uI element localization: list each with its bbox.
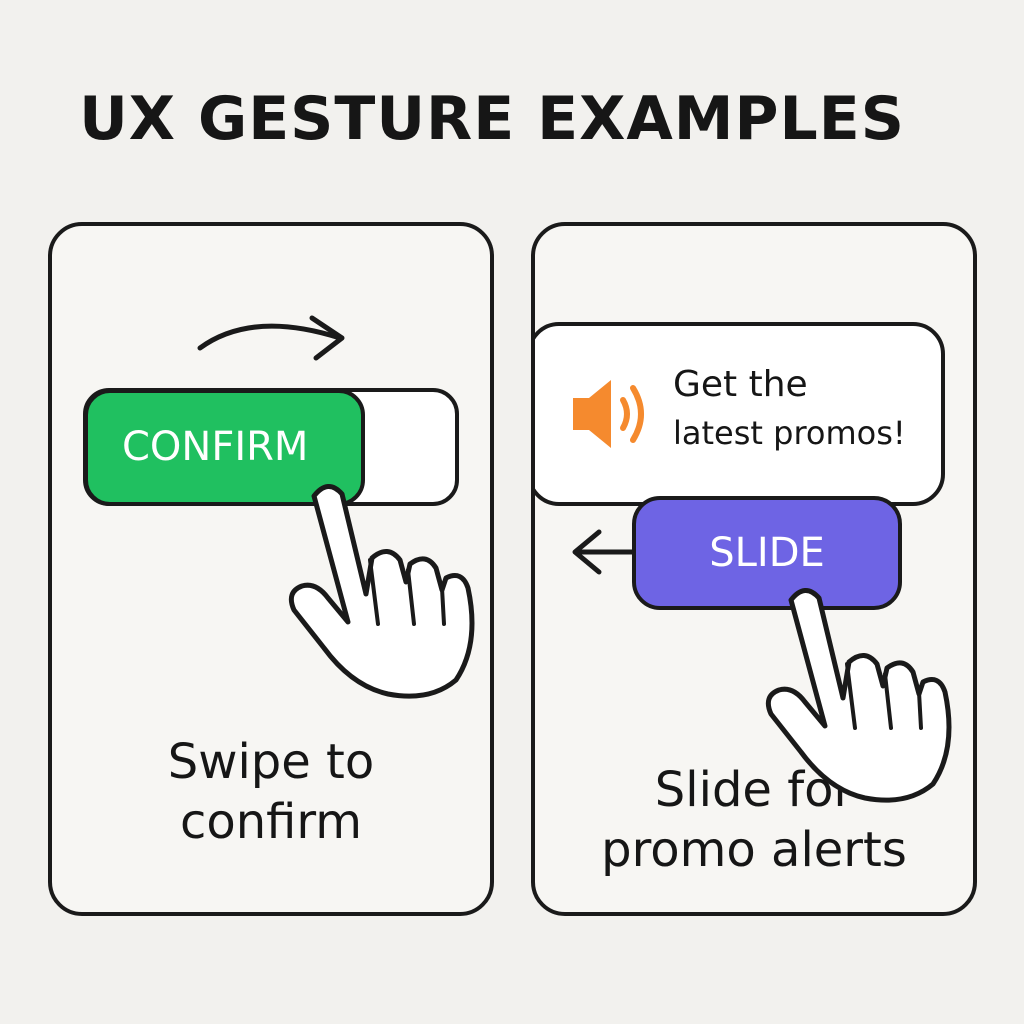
promo-line: Get the: [673, 364, 808, 405]
promo-line: latest promos!: [673, 414, 906, 452]
swipe-to-confirm-panel: CONFIRM Swipe to confirm: [48, 222, 494, 916]
confirm-button[interactable]: CONFIRM: [84, 389, 365, 506]
pointing-hand-icon: [765, 588, 952, 803]
slide-button[interactable]: SLIDE: [632, 496, 902, 610]
caption-line: Swipe to: [167, 734, 375, 790]
caption-line: confirm: [179, 794, 363, 850]
swipe-caption: Swipe to confirm: [52, 732, 490, 852]
speaker-icon: [573, 380, 644, 448]
caption-line: promo alerts: [601, 822, 907, 878]
page-title: UX GESTURE EXAMPLES: [79, 84, 905, 154]
curved-arrow-right-icon: [197, 315, 345, 361]
pointing-hand-icon: [288, 484, 475, 699]
slide-for-promo-panel: Get the latest promos! SLIDE Slide for p…: [531, 222, 977, 916]
promo-caption: Slide for promo alerts: [535, 760, 973, 880]
promo-text: Get the latest promos!: [673, 360, 906, 456]
